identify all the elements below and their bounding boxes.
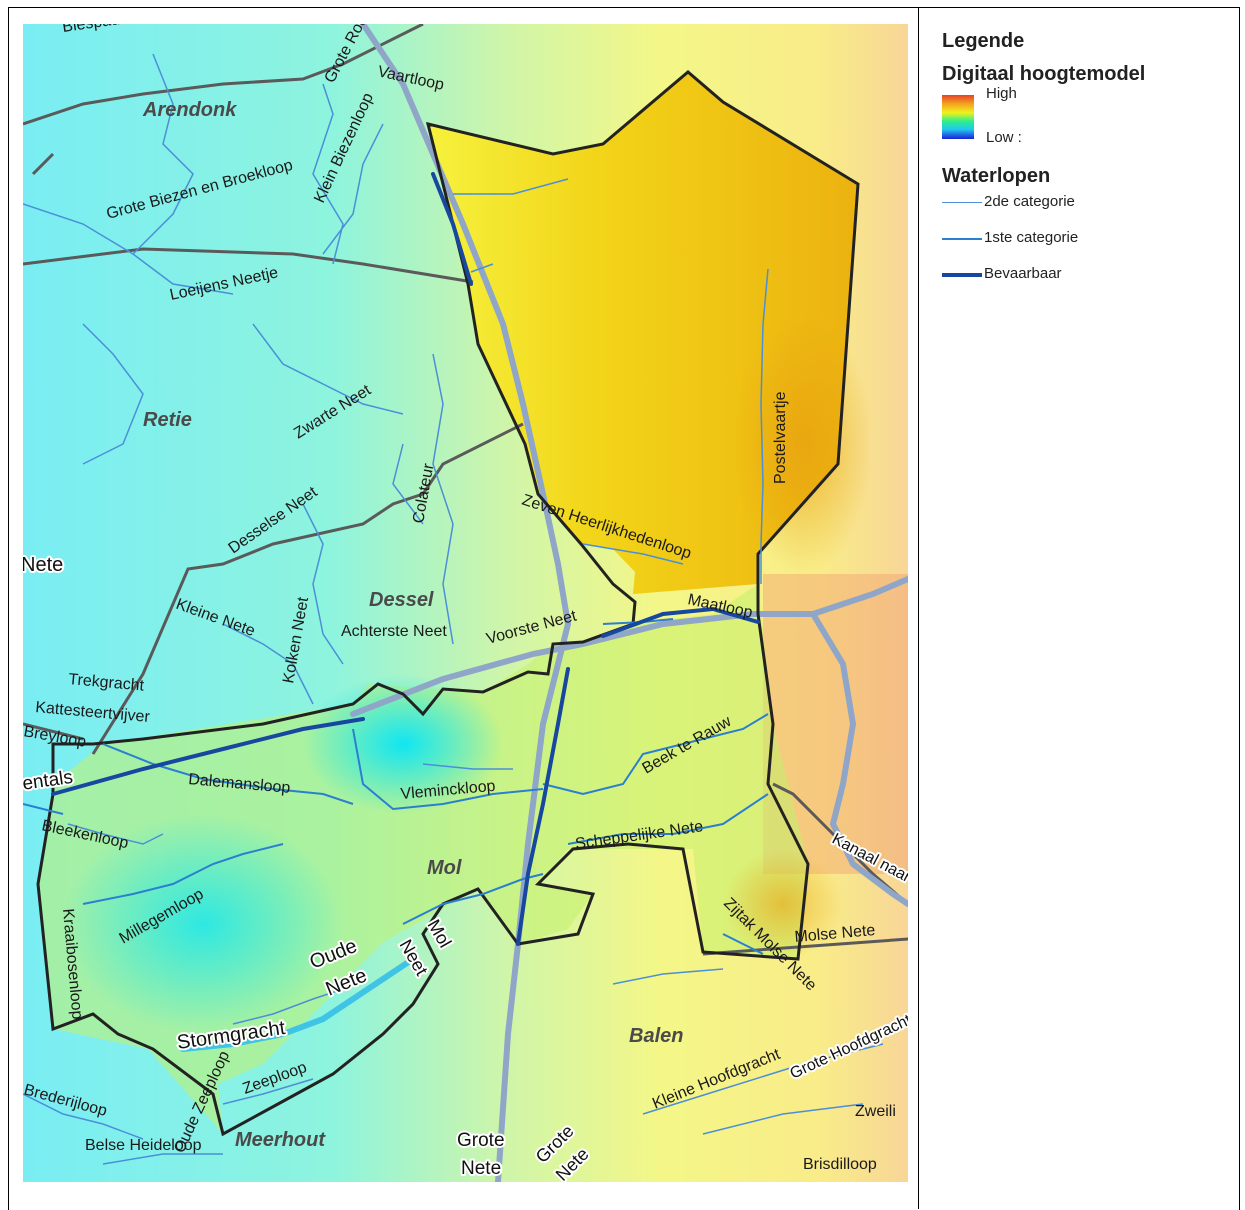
waterway-label: Achterste Neet [341,623,447,640]
waterway-label: Postelvaartje [772,391,789,484]
legend-color-ramp: High Low : [942,85,1232,151]
town-label: Arendonk [142,99,237,121]
waterway-label: Blespad [61,24,121,36]
map-canvas[interactable]: Arendonk Retie Dessel Mol Balen Meerhout… [23,24,908,1182]
waterway-label: Zweili [855,1103,896,1120]
streams-2de-categorie [23,53,884,1165]
legend-item-label: 2de categorie [984,193,1075,210]
legend-item-label: 1ste categorie [984,229,1079,246]
waterway-label: Brisdilloop [803,1156,877,1173]
waterway-label: Belse Heideloop [85,1137,202,1154]
dem-cyan-depression [303,674,503,814]
line-symbol-icon [942,238,982,240]
waterway-label: Nete [23,554,63,576]
ramp-high-label: High [986,85,1017,102]
color-ramp-bar [942,95,974,139]
line-symbol-icon [942,273,982,277]
river-oude-nete [180,956,416,1052]
town-labels: Arendonk Retie Dessel Mol Balen Meerhout [142,99,683,1151]
town-label: Meerhout [235,1129,326,1151]
legend-item-label: Bevaarbaar [984,265,1062,282]
town-label: Dessel [369,589,434,611]
town-label: Balen [629,1025,683,1047]
map-legend: Legende Digitaal hoogtemodel High Low : … [942,30,1232,300]
waterways-bevaarbaar [51,172,760,946]
line-symbol-icon [942,202,982,203]
legend-title: Legende [942,30,1025,52]
canals [350,24,908,1182]
town-label: Mol [427,857,462,879]
legend-item: 2de categorie [942,192,1232,228]
frame-divider [918,7,919,1209]
legend-item: Bevaarbaar [942,264,1232,300]
ramp-low-label: Low : [986,129,1022,146]
waterway-label: Trekgracht [68,671,146,695]
page-frame [8,7,1240,1210]
waterway-label: Grote [457,1130,505,1151]
map-svg: Arendonk Retie Dessel Mol Balen Meerhout… [23,24,908,1182]
town-label: Retie [143,409,192,431]
waterway-label: Molse Nete [794,922,876,946]
legend-dem-title: Digitaal hoogtemodel [942,63,1146,85]
legend-waterlopen-title: Waterlopen [942,165,1051,187]
legend-item: 1ste categorie [942,228,1232,264]
study-area-outline [36,70,860,1137]
waterway-label: Nete [461,1158,501,1179]
